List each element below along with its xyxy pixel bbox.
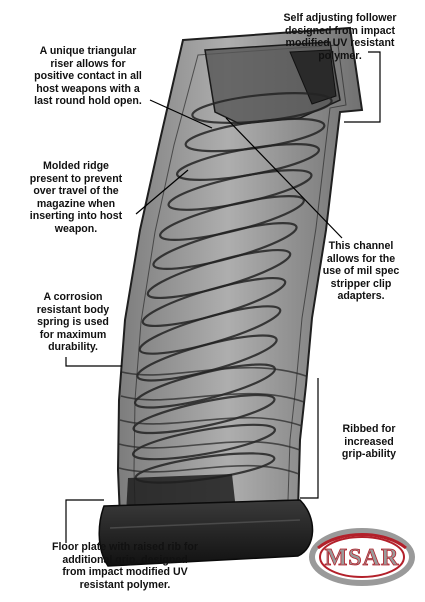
magazine-body (116, 26, 364, 520)
callout-follower: Self adjusting follower designed from im… (283, 12, 397, 62)
callout-stripper-clip-channel: This channel allows for the use of mil s… (322, 240, 400, 303)
grip-ribs (118, 366, 307, 475)
logo-text: MSAR (325, 545, 400, 571)
msar-logo: MSAR (309, 528, 415, 586)
floor-plate (98, 499, 314, 567)
triangular-riser (289, 49, 337, 105)
callout-triangular-riser: A unique triangular riser allows for pos… (34, 45, 142, 108)
floor-plate-rib (109, 519, 301, 529)
leader-lines (65, 51, 381, 543)
callout-floor-plate: Floor plate with raised rib for addition… (52, 541, 198, 591)
callout-body-spring: A corrosion resistant body spring is use… (36, 291, 110, 354)
callout-grip-ribs: Ribbed for increased grip-ability (341, 423, 397, 461)
callout-molded-ridge: Molded ridge present to prevent over tra… (29, 160, 123, 235)
